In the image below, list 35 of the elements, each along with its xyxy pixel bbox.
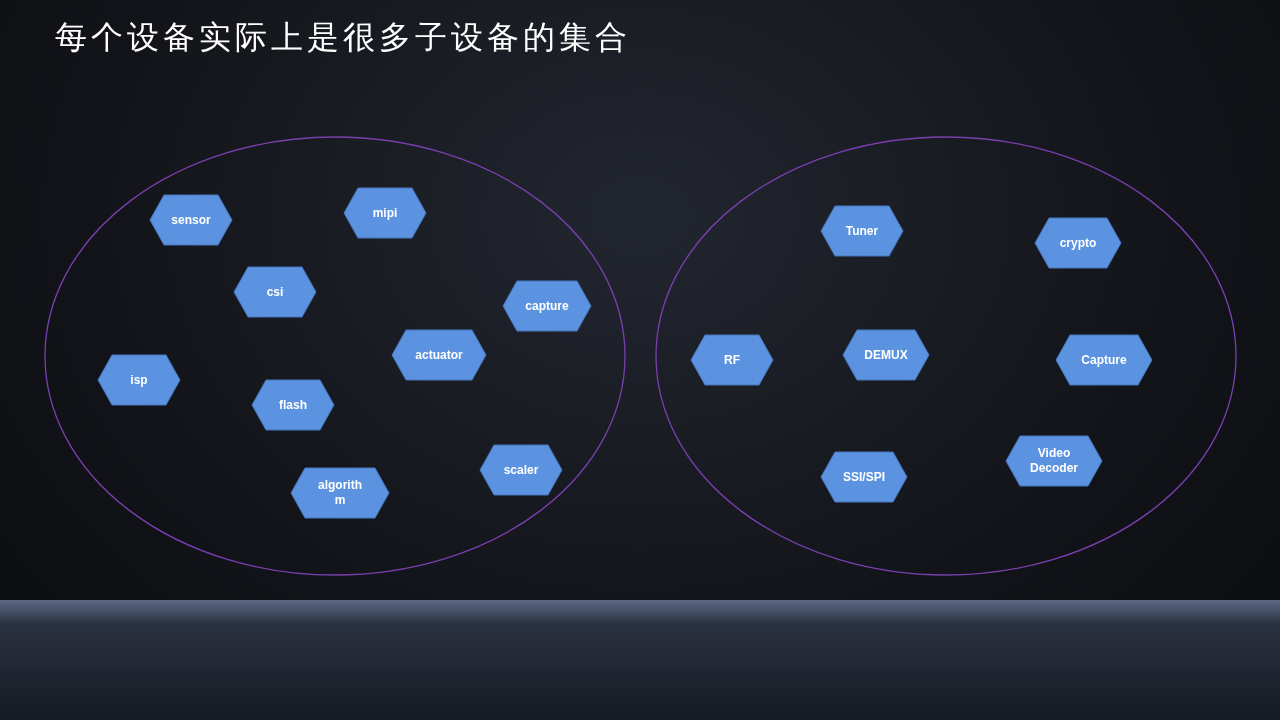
hexagon-node xyxy=(234,267,316,317)
node-label: algorithm xyxy=(317,478,363,508)
hexagon-node xyxy=(503,281,591,331)
hexagon-node xyxy=(252,380,334,430)
node-label: isp xyxy=(130,372,148,388)
hexagon-node xyxy=(150,195,232,245)
hexagon-node xyxy=(821,452,907,502)
group-ellipse xyxy=(655,136,1237,576)
node-label: actuator xyxy=(415,347,463,363)
hexagon-node xyxy=(344,188,426,238)
node-label: mipi xyxy=(372,205,398,221)
node-label: Capture xyxy=(1081,352,1127,368)
node-label: Tuner xyxy=(845,223,879,239)
node-label: DEMUX xyxy=(864,347,908,363)
title: 每个设备实际上是很多子设备的集合 xyxy=(55,17,631,58)
hexagon-node xyxy=(691,335,773,385)
hexagon-node xyxy=(843,330,929,380)
node-label: capture xyxy=(525,298,569,314)
node-label: scaler xyxy=(503,462,539,478)
node-label: csi xyxy=(266,284,284,300)
hexagon-node xyxy=(1006,436,1102,486)
hexagon-node xyxy=(1035,218,1121,268)
group-ellipse xyxy=(44,136,626,576)
node-label: sensor xyxy=(171,212,211,228)
hexagon-node xyxy=(821,206,903,256)
node-label: RF xyxy=(724,352,740,368)
hexagon-node xyxy=(291,468,389,518)
hexagon-node xyxy=(480,445,562,495)
node-label: crypto xyxy=(1059,235,1097,251)
node-label: SSI/SPI xyxy=(843,469,885,485)
hexagon-node xyxy=(98,355,180,405)
node-label: Video Decoder xyxy=(1029,446,1079,476)
node-label: flash xyxy=(279,397,307,413)
hexagon-node xyxy=(1056,335,1152,385)
hexagon-node xyxy=(392,330,486,380)
